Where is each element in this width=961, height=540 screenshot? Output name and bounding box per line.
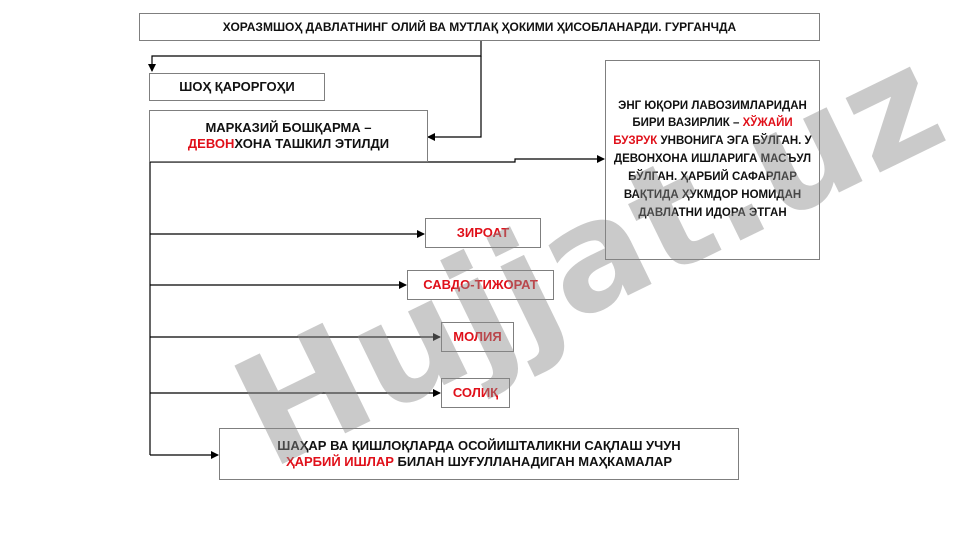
vizier-part1: ЭНГ ЮҚОРИ ЛАВОЗИМЛАРИДАН БИРИ ВАЗИРЛИК – <box>618 99 807 130</box>
central-administration-box: МАРКАЗИЙ БОШҚАРМА – ДЕВОНХОНА ТАШКИЛ ЭТИ… <box>149 110 428 162</box>
department-tax: СОЛИҚ <box>441 378 510 408</box>
vizier-part2: УНВОНИГА ЭГА БЎЛГАН. У ДЕВОНХОНА ИШЛАРИГ… <box>613 135 812 219</box>
department-agriculture-label: ЗИРОАТ <box>456 224 510 240</box>
arrow-title-to-central <box>427 56 482 141</box>
shah-court-text: ШОҲ ҚАРОРГОҲИ <box>179 78 295 94</box>
title-text: ХОРАЗМШОҲ ДАВЛАТНИНГ ОЛИЙ ВА МУТЛАҚ ҲОКИ… <box>222 19 737 34</box>
vizier-box: ЭНГ ЮҚОРИ ЛАВОЗИМЛАРИДАН БИРИ ВАЗИРЛИК –… <box>605 60 820 260</box>
title-box: ХОРАЗМШОҲ ДАВЛАТНИНГ ОЛИЙ ВА МУТЛАҚ ҲОКИ… <box>139 13 820 41</box>
department-tax-label: СОЛИҚ <box>452 384 499 400</box>
arrow-title-to-court <box>148 41 482 72</box>
department-finance-label: МОЛИЯ <box>453 328 502 344</box>
shah-court-box: ШОҲ ҚАРОРГОҲИ <box>149 73 325 101</box>
department-trade-label: САВДО-ТИЖОРАТ <box>423 276 538 292</box>
military-line1: ШАҲАР ВА ҚИШЛОҚЛАРДА ОСОЙИШТАЛИКНИ САҚЛА… <box>277 437 681 453</box>
military-affairs-box: ШАҲАР ВА ҚИШЛОҚЛАРДА ОСОЙИШТАЛИКНИ САҚЛА… <box>219 428 739 480</box>
military-highlight: ҲАРБИЙ ИШЛАР <box>285 454 394 469</box>
department-trade: САВДО-ТИЖОРАТ <box>407 270 554 300</box>
military-rest: БИЛАН ШУҒУЛЛАНАДИГАН МАҲКАМАЛАР <box>393 454 673 469</box>
department-agriculture: ЗИРОАТ <box>425 218 541 248</box>
arrow-to-vizier <box>150 155 605 163</box>
central-line1: МАРКАЗИЙ БОШҚАРМА – <box>205 119 372 135</box>
vizier-highlight: ХЎЖАЙИ БУЗРУК <box>613 117 793 148</box>
central-highlight: ДЕВОН <box>187 136 235 151</box>
department-finance: МОЛИЯ <box>441 322 514 352</box>
central-rest: ХОНА ТАШКИЛ ЭТИЛДИ <box>234 136 390 151</box>
